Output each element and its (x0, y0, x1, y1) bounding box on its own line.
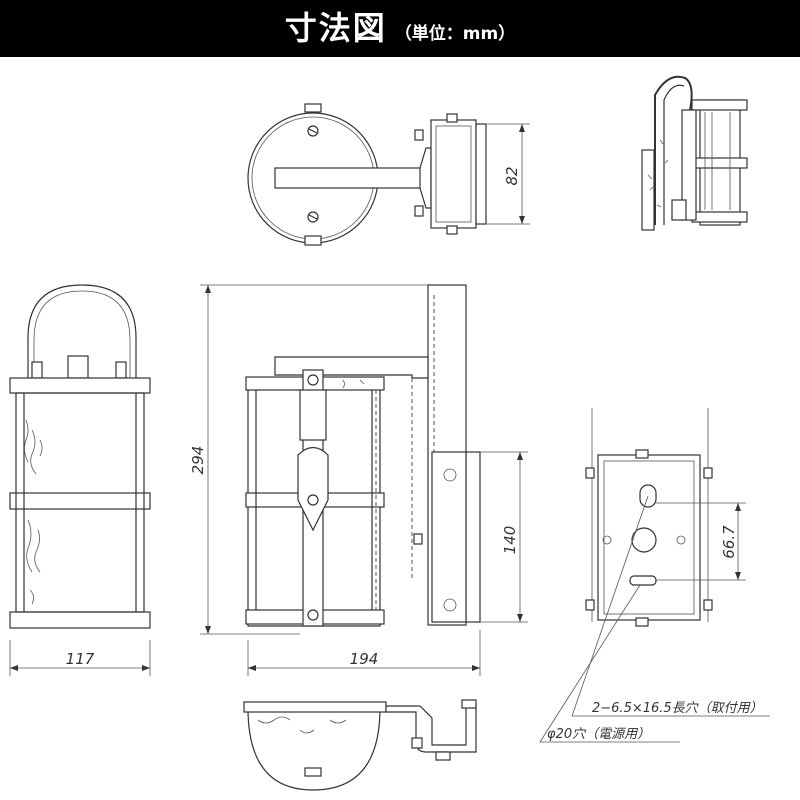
perspective-view (641, 75, 748, 231)
back-plate-view (539, 408, 770, 743)
diagram-title: 寸法図 (284, 9, 387, 47)
unit-label: （単位：mm） (394, 24, 516, 44)
dim-height-label: 294 (189, 446, 207, 475)
power-hole-callout: φ20穴（電源用） (547, 726, 650, 742)
dim-depth-label: 82 (503, 166, 521, 185)
bottom-view (243, 699, 477, 791)
dim-front-width-label: 117 (66, 650, 95, 668)
top-view (247, 103, 530, 246)
front-view (9, 284, 151, 676)
header-bar: 寸法図 （単位：mm） (0, 0, 800, 57)
header-title: 寸法図 （単位：mm） (0, 0, 800, 63)
side-view (200, 284, 528, 676)
dim-hole-pitch-label: 66.7 (720, 525, 738, 559)
dim-side-width-label: 194 (350, 650, 379, 668)
mount-holes-callout: 2−6.5×16.5長穴（取付用） (592, 700, 763, 716)
dim-base-height-label: 140 (501, 526, 519, 555)
